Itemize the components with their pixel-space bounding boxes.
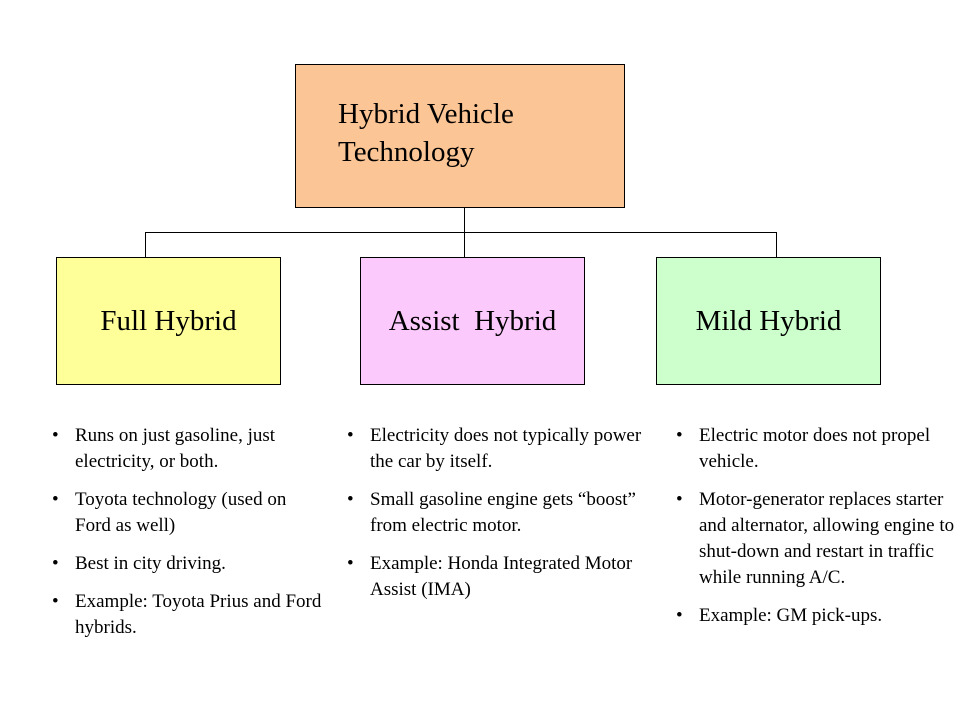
bullet-item: Toyota technology (used on Ford as well)	[48, 487, 323, 539]
bullet-item: Best in city driving.	[48, 551, 323, 577]
root-node: Hybrid Vehicle Technology	[295, 64, 625, 208]
root-title: Hybrid Vehicle Technology	[338, 95, 514, 171]
root-title-line2: Technology	[338, 136, 475, 168]
full-hybrid-node: Full Hybrid	[56, 257, 281, 385]
full-hybrid-bullets: Runs on just gasoline, just electricity,…	[48, 423, 323, 653]
mild-hybrid-bullets: Electric motor does not propel vehicle. …	[672, 423, 957, 641]
bullet-item: Electric motor does not propel vehicle.	[672, 423, 957, 475]
connector-mild	[776, 232, 777, 257]
mild-hybrid-node: Mild Hybrid	[656, 257, 881, 385]
bullet-item: Example: Honda Integrated Motor Assist (…	[343, 551, 653, 603]
assist-hybrid-node: Assist Hybrid	[360, 257, 585, 385]
assist-hybrid-label: Assist Hybrid	[388, 304, 557, 337]
bullet-item: Motor-generator replaces starter and alt…	[672, 487, 957, 591]
root-title-line1: Hybrid Vehicle	[338, 98, 514, 130]
mild-hybrid-label: Mild Hybrid	[695, 304, 842, 337]
bullet-item: Example: Toyota Prius and Ford hybrids.	[48, 589, 323, 641]
connector-assist	[464, 232, 465, 257]
bullet-item: Small gasoline engine gets “boost” from …	[343, 487, 653, 539]
connector-horizontal	[145, 232, 777, 233]
assist-hybrid-bullets: Electricity does not typically power the…	[343, 423, 653, 615]
connector-full	[145, 232, 146, 257]
bullet-item: Runs on just gasoline, just electricity,…	[48, 423, 323, 475]
full-hybrid-label: Full Hybrid	[100, 304, 237, 337]
bullet-item: Electricity does not typically power the…	[343, 423, 653, 475]
connector-root-down	[464, 208, 465, 232]
bullet-item: Example: GM pick-ups.	[672, 603, 957, 629]
